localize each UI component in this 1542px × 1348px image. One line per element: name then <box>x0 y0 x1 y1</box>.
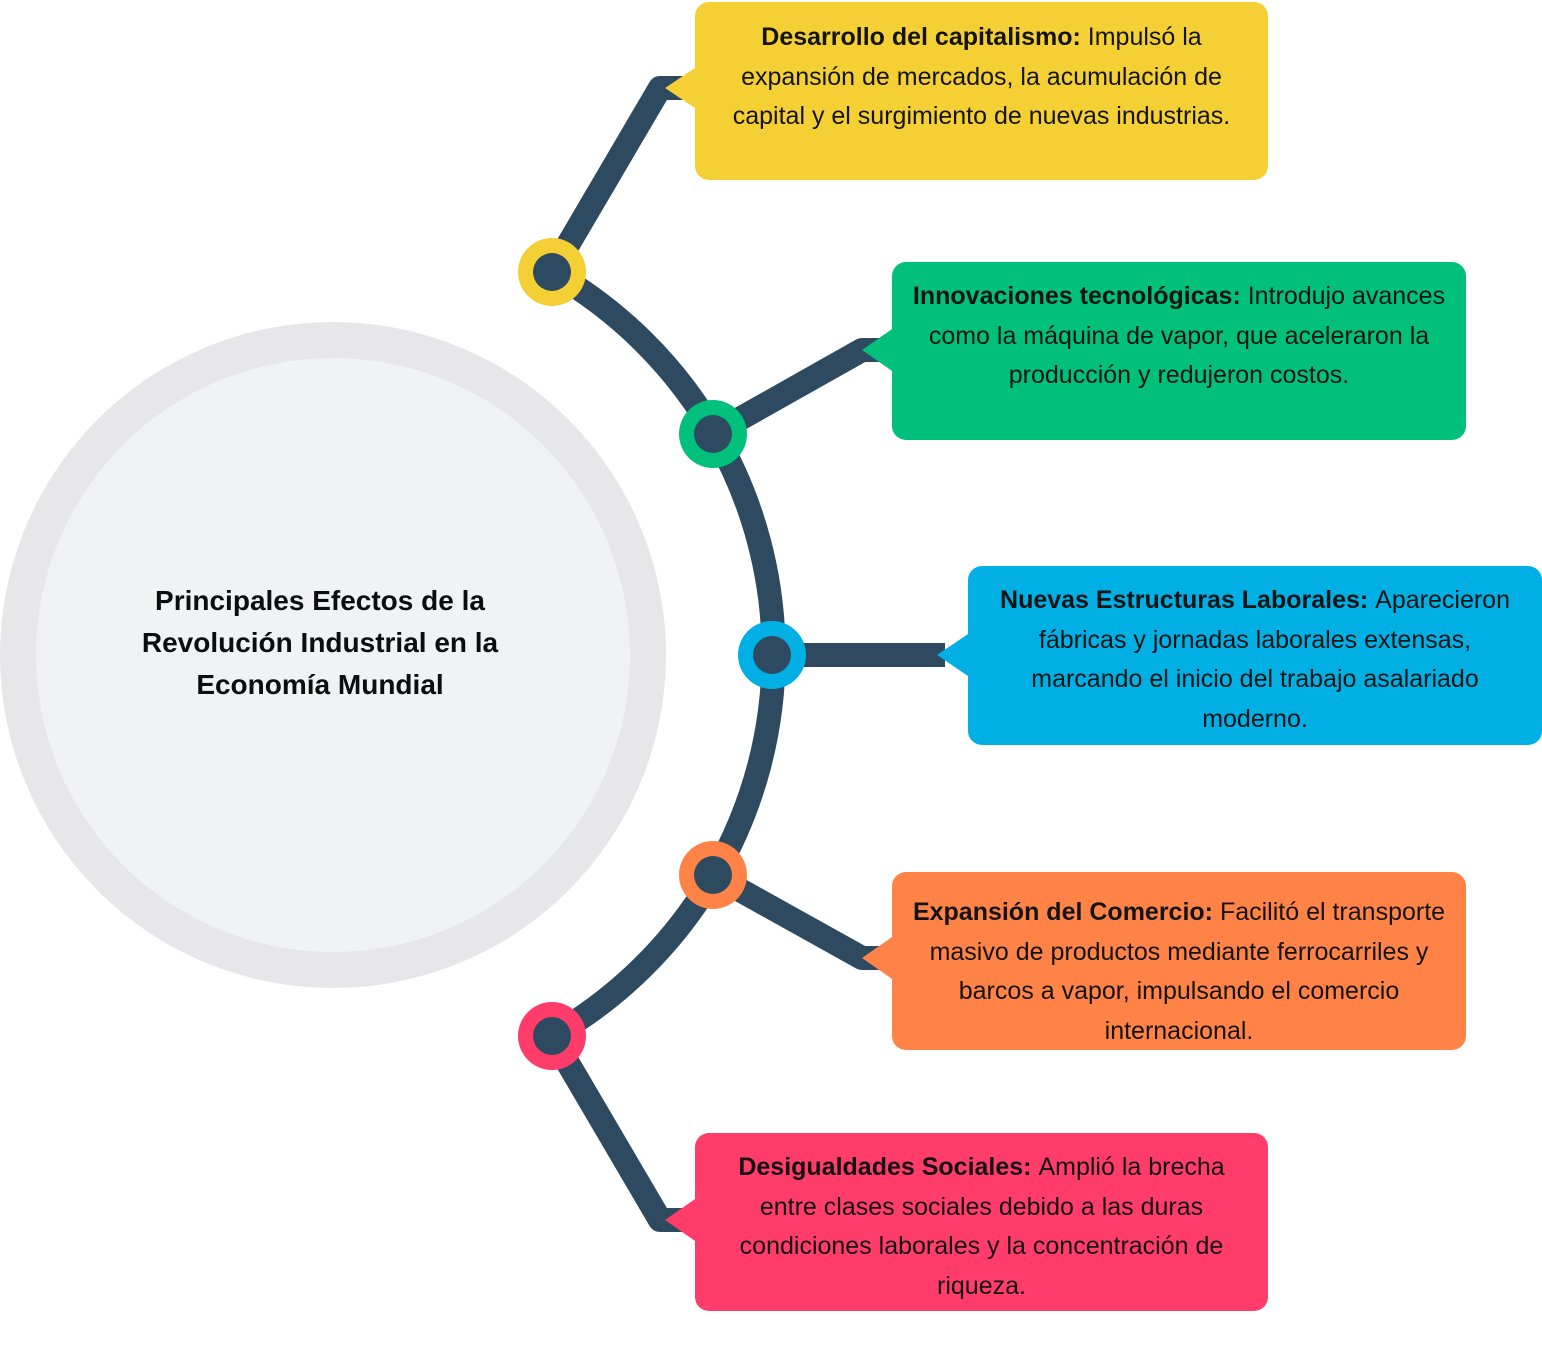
effect-box-innovaciones: Innovaciones tecnológicas: Introdujo ava… <box>892 262 1466 440</box>
effect-text: Introdujo avances como la máquina de vap… <box>928 282 1446 389</box>
effect-title: Innovaciones tecnológicas: <box>912 282 1248 310</box>
node-marker-5 <box>518 1002 586 1070</box>
effect-text: Facilitó el transporte masivo de product… <box>929 898 1446 1045</box>
pointer-5 <box>665 1197 698 1243</box>
center-circle-inner <box>36 358 630 952</box>
effect-title: Expansión del Comercio: <box>912 898 1220 926</box>
pointer-2 <box>862 327 895 373</box>
connector-5 <box>541 1029 700 1232</box>
effect-text: Impulsó la expansión de mercados, la acu… <box>732 23 1231 130</box>
node-marker-4 <box>679 841 747 909</box>
pointer-4 <box>862 935 895 981</box>
node-marker-2 <box>679 400 747 468</box>
node-marker-3 <box>738 621 806 689</box>
effect-box-comercio: Expansión del Comercio: Facilitó el tran… <box>892 872 1466 1050</box>
effect-box-estructuras-laborales: Nuevas Estructuras Laborales: Apareciero… <box>968 566 1542 745</box>
node-marker-1 <box>518 238 586 306</box>
effect-title: Desarrollo del capitalismo: <box>761 23 1088 51</box>
effect-text: Aparecieron fábricas y jornadas laborale… <box>1031 586 1510 733</box>
pointer-3 <box>937 632 971 678</box>
effect-box-desigualdades: Desigualdades Sociales: Amplió la brecha… <box>695 1133 1268 1311</box>
effect-title: Nuevas Estructuras Laborales: <box>1000 586 1376 614</box>
connector-1 <box>541 76 700 279</box>
effect-title: Desigualdades Sociales: <box>738 1153 1039 1181</box>
pointer-1 <box>665 66 698 110</box>
effect-box-capitalismo: Desarrollo del capitalismo: Impulsó la e… <box>695 2 1268 180</box>
effect-text: Amplió la brecha entre clases sociales d… <box>739 1153 1225 1300</box>
center-title: Principales Efectos de la Revolución Ind… <box>141 585 499 700</box>
